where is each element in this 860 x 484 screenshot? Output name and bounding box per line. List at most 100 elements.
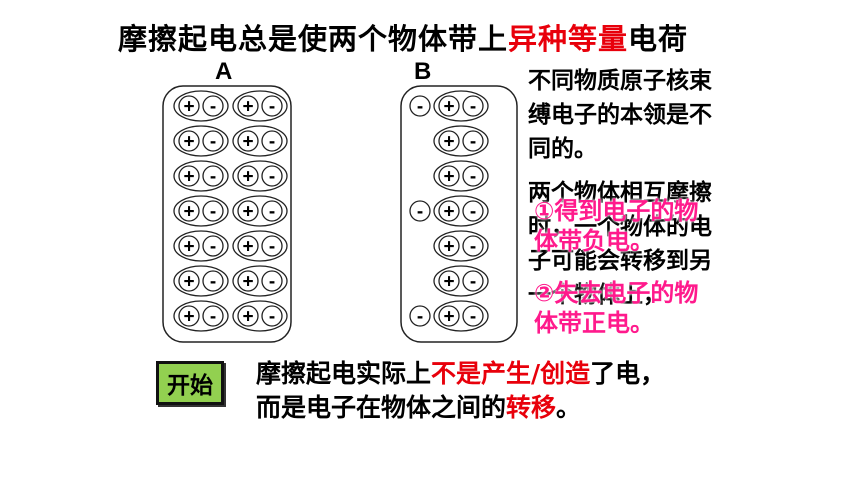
proton-plus-circle — [237, 200, 259, 222]
electron-minus-circle — [202, 200, 224, 222]
atom-outline — [173, 125, 229, 157]
start-button[interactable]: 开始 — [156, 361, 224, 405]
electron-minus: - — [269, 307, 275, 328]
proton-plus-circle — [178, 235, 200, 257]
electron-minus: - — [210, 237, 216, 258]
proton-plus-circle — [237, 130, 259, 152]
electron-minus: - — [470, 132, 476, 153]
electron-minus: - — [470, 237, 476, 258]
proton-plus-circle — [178, 165, 200, 187]
atom-outline — [232, 230, 288, 262]
electron-minus: - — [210, 307, 216, 328]
free-electron-minus-circle — [409, 305, 431, 327]
atom-outline — [232, 300, 288, 332]
atom-outline — [232, 265, 288, 297]
electron-minus-circle — [202, 235, 224, 257]
body-b-atoms: +--+-+-+--+-+-+-- — [409, 90, 489, 332]
proton-plus: + — [183, 97, 194, 118]
electron-minus-circle — [462, 200, 484, 222]
proton-plus: + — [183, 202, 194, 223]
proton-plus-circle — [178, 130, 200, 152]
electron-minus: - — [470, 97, 476, 118]
proton-plus-circle — [438, 305, 460, 327]
atom-outline — [433, 125, 489, 157]
proton-plus-circle — [178, 305, 200, 327]
overlay-negative: ①得到电子的物体带负电。 — [534, 197, 699, 255]
proton-plus-circle — [438, 270, 460, 292]
overlay-positive: ②失去电子的物体带正电。 — [534, 279, 699, 337]
free-electron-minus: - — [417, 97, 423, 118]
electron-minus-circle — [202, 305, 224, 327]
proton-plus-circle — [438, 95, 460, 117]
electron-minus-circle — [202, 270, 224, 292]
paragraph-binding: 不同物质原子核束缚电子的本领是不同的。 — [528, 68, 712, 162]
atom-outline — [173, 300, 229, 332]
proton-plus: + — [242, 237, 253, 258]
electron-minus: - — [269, 272, 275, 293]
atom-outline — [173, 90, 229, 122]
electron-minus-circle — [462, 270, 484, 292]
atom-outline — [433, 90, 489, 122]
electron-minus-circle — [261, 95, 283, 117]
atom-outline — [173, 265, 229, 297]
proton-plus-circle — [237, 270, 259, 292]
proton-plus: + — [183, 307, 194, 328]
electron-minus: - — [269, 132, 275, 153]
electron-minus: - — [269, 97, 275, 118]
body-a-atoms: +-+-+-+-+-+-+-+-+-+-+-+-+-+- — [173, 90, 288, 332]
electron-minus: - — [210, 272, 216, 293]
electron-minus: - — [210, 167, 216, 188]
electron-minus-circle — [261, 305, 283, 327]
atom-outline — [173, 160, 229, 192]
proton-plus-circle — [237, 95, 259, 117]
conclusion-text: 摩擦起电实际上不是产生/创造了电，而是电子在物体之间的转移。 — [256, 359, 666, 422]
atom-outline — [433, 230, 489, 262]
proton-plus-circle — [237, 165, 259, 187]
atom-outline — [173, 195, 229, 227]
proton-plus: + — [242, 307, 253, 328]
label-a: A — [215, 58, 233, 85]
proton-plus: + — [443, 97, 454, 118]
proton-plus: + — [443, 132, 454, 153]
proton-plus: + — [443, 167, 454, 188]
atom-outline — [232, 125, 288, 157]
electron-minus-circle — [202, 165, 224, 187]
proton-plus: + — [242, 272, 253, 293]
proton-plus: + — [443, 202, 454, 223]
label-b: B — [414, 58, 432, 85]
free-electron-minus: - — [417, 202, 423, 223]
free-electron-minus-circle — [409, 200, 431, 222]
proton-plus: + — [242, 97, 253, 118]
proton-plus-circle — [237, 305, 259, 327]
proton-plus-circle — [178, 270, 200, 292]
electron-minus: - — [470, 202, 476, 223]
electron-minus: - — [470, 167, 476, 188]
proton-plus-circle — [237, 235, 259, 257]
proton-plus: + — [242, 167, 253, 188]
electron-minus: - — [210, 202, 216, 223]
atom-outline — [433, 300, 489, 332]
page-title: 摩擦起电总是使两个物体带上异种等量电荷 — [118, 22, 689, 56]
electron-minus-circle — [462, 95, 484, 117]
atom-outline — [433, 265, 489, 297]
atom-outline — [232, 160, 288, 192]
atom-outline — [173, 230, 229, 262]
body-a-outline — [162, 85, 292, 343]
proton-plus: + — [183, 132, 194, 153]
atom-outline — [232, 195, 288, 227]
electron-minus: - — [470, 307, 476, 328]
electron-minus: - — [269, 202, 275, 223]
proton-plus-circle — [178, 95, 200, 117]
electron-minus-circle — [462, 165, 484, 187]
electron-minus-circle — [462, 305, 484, 327]
proton-plus: + — [443, 237, 454, 258]
atom-outline — [232, 90, 288, 122]
electron-minus: - — [210, 132, 216, 153]
body-b-outline — [400, 85, 518, 343]
proton-plus-circle — [438, 235, 460, 257]
proton-plus-circle — [178, 200, 200, 222]
proton-plus: + — [443, 272, 454, 293]
proton-plus-circle — [438, 165, 460, 187]
electron-minus: - — [210, 97, 216, 118]
